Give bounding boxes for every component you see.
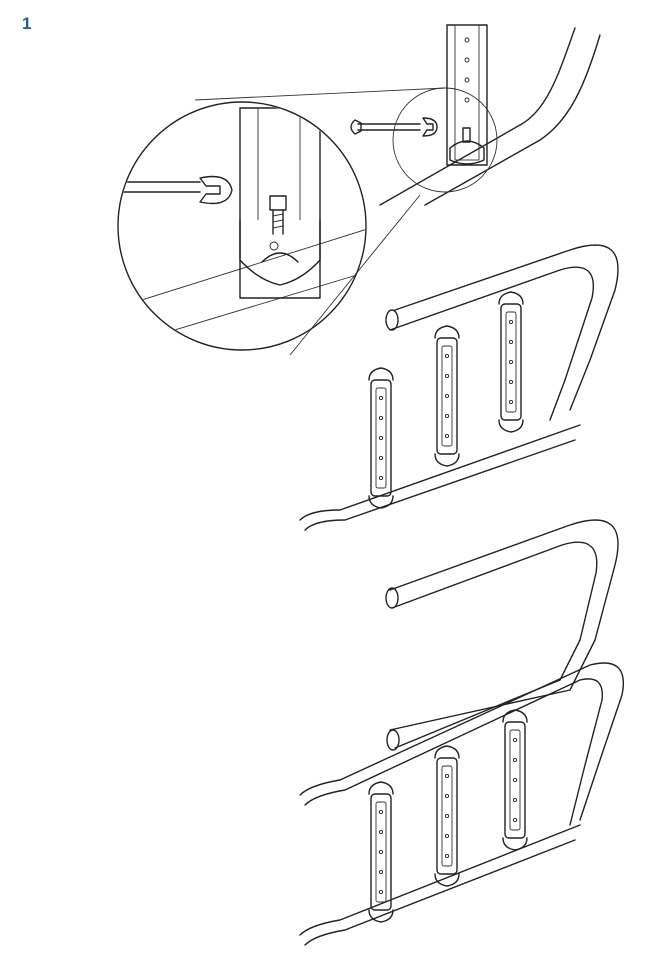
bottom-assembly [299,519,624,946]
detail-magnifier [117,101,367,351]
mounting-bracket [502,709,528,851]
top-assembly [194,24,601,356]
middle-assembly [299,244,619,531]
wrench-detail-icon [119,175,233,205]
mounting-bracket [498,291,524,433]
detail-focus-circle [392,87,498,193]
bolt-icon [269,195,287,235]
mounting-bracket [446,24,488,166]
ladder-handrail-tube [394,244,619,411]
mounting-bracket [434,745,460,887]
mounting-bracket [434,325,460,467]
mounting-bracket [368,367,394,509]
step-number: 1 [22,14,32,33]
wrench-icon [357,123,421,131]
